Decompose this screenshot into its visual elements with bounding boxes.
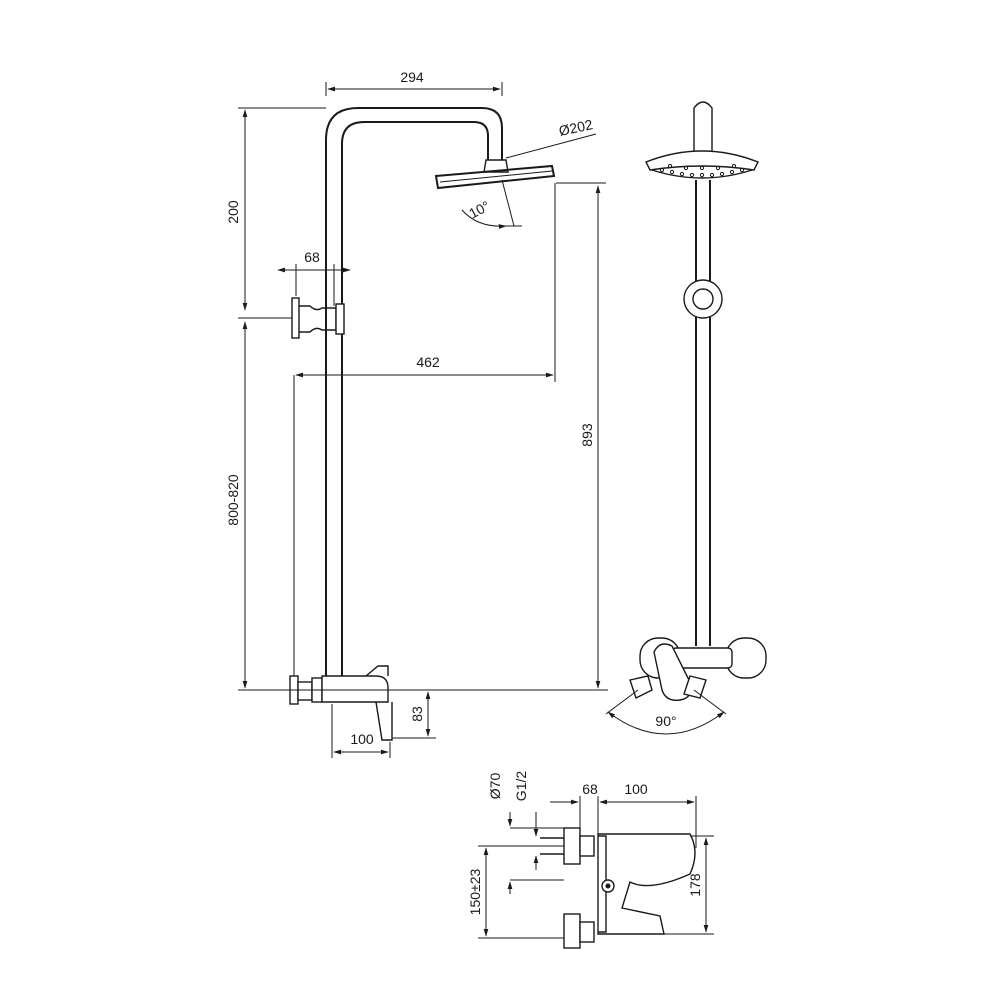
dim-head-diameter: Ø202 <box>505 116 597 159</box>
dim-294: 294 <box>325 69 503 96</box>
dim-dia-70: Ø70 <box>487 773 564 894</box>
dim-83-label: 83 <box>409 706 425 722</box>
dim-68-100-bottom: 68 100 <box>550 781 697 848</box>
side-view: 294 Ø202 10° 200 68 462 <box>225 69 608 758</box>
dim-68-top-label: 68 <box>304 249 320 265</box>
rotation-angle-indicator: 90° <box>605 689 727 735</box>
riser-pipe-inner <box>341 121 489 690</box>
mixer-body-detail <box>597 833 696 935</box>
tilt-angle-indicator <box>461 179 522 229</box>
dim-178: 178 <box>664 835 714 935</box>
wall-bracket <box>291 297 345 339</box>
front-view: 90° <box>605 101 767 735</box>
lower-connector <box>563 913 595 949</box>
dim-dia-70-label: Ø70 <box>487 773 503 800</box>
dim-tilt-label: 10° <box>466 198 492 222</box>
dim-90-label: 90° <box>655 713 676 729</box>
riser-pipe <box>325 107 503 690</box>
dim-thread: G1/2 <box>513 771 539 870</box>
dim-800-820-label: 800-820 <box>225 474 241 526</box>
dim-100-left: 100 <box>331 704 391 758</box>
dim-head-diameter-label: Ø202 <box>557 116 594 139</box>
dim-893: 893 <box>556 182 606 689</box>
shower-head-side <box>434 159 556 190</box>
dim-462-label: 462 <box>416 354 440 370</box>
dim-68-bottom-label: 68 <box>582 781 598 797</box>
mixer-side <box>289 665 393 741</box>
dim-150-label: 150±23 <box>467 868 483 915</box>
dim-462: 462 <box>293 183 556 676</box>
shower-head-front <box>645 150 759 179</box>
dim-294-label: 294 <box>400 69 424 85</box>
dim-150: 150±23 <box>467 845 564 939</box>
holder-ring <box>683 279 723 319</box>
connection-detail-view: Ø70 G1/2 68 100 150±23 <box>467 771 714 949</box>
dim-83: 83 <box>392 691 436 739</box>
dim-100-bottom-label: 100 <box>624 781 648 797</box>
dim-68-top: 68 <box>277 249 351 306</box>
dim-100-left-label: 100 <box>350 731 374 747</box>
dim-893-label: 893 <box>579 423 595 447</box>
dim-200-label: 200 <box>225 200 241 224</box>
mixer-front <box>629 637 767 701</box>
dim-178-label: 178 <box>687 873 703 897</box>
dim-thread-label: G1/2 <box>513 771 529 802</box>
dim-800-820: 800-820 <box>225 321 248 689</box>
dim-200: 200 <box>225 107 326 311</box>
